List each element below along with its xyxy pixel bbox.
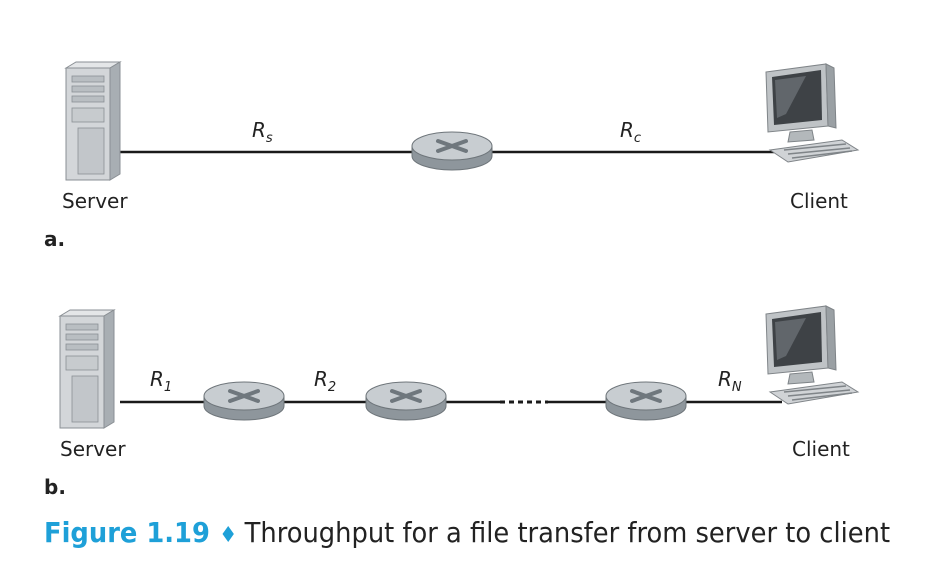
figure-number: Figure 1.19 xyxy=(44,516,210,549)
caption-separator: ♦ xyxy=(219,523,238,548)
part-label: a. xyxy=(44,227,65,251)
link-rate-label: RN xyxy=(718,367,742,395)
server-label: Server xyxy=(60,437,126,461)
server-label: Server xyxy=(62,189,128,213)
router-icon xyxy=(410,130,494,172)
network-diagram: Rs Rc Server Client a. R1 R2 RN Server C… xyxy=(44,61,859,499)
client-label: Client xyxy=(790,189,848,213)
computer-icon xyxy=(765,63,859,163)
link-rate-label: R2 xyxy=(314,367,336,395)
router-icon xyxy=(364,380,448,422)
computer-icon xyxy=(765,305,859,405)
link-rate-label: Rc xyxy=(620,118,641,146)
part-label: b. xyxy=(44,475,66,499)
link-rate-label: Rs xyxy=(252,118,273,146)
server-icon xyxy=(59,309,115,429)
router-icon xyxy=(604,380,688,422)
server-icon xyxy=(65,61,121,181)
figure-caption: Figure 1.19 ♦Throughput for a file transf… xyxy=(44,516,890,549)
caption-text: Throughput for a file transfer from serv… xyxy=(244,516,891,549)
client-label: Client xyxy=(792,437,850,461)
link-rate-label: R1 xyxy=(150,367,172,395)
router-icon xyxy=(202,380,286,422)
